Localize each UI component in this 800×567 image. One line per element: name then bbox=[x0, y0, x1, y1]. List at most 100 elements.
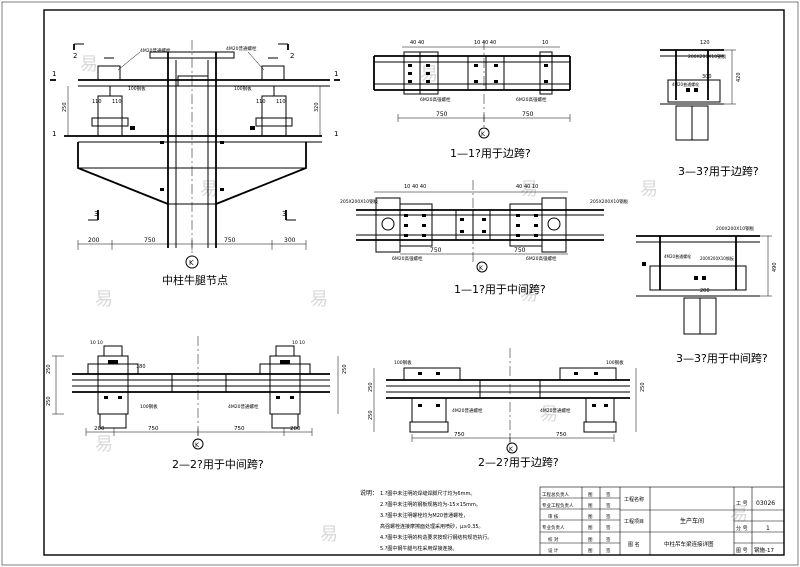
dim-text: 250 bbox=[640, 382, 646, 392]
tb-row-label: 专业工程负责人 bbox=[542, 502, 574, 509]
tb-sign: 图 bbox=[588, 492, 593, 498]
note-line: 5.?图中钢牛腿与柱采用焊接连接。 bbox=[380, 545, 457, 552]
dim-text: 420 bbox=[736, 72, 742, 82]
tb-sign: 图 bbox=[588, 548, 593, 554]
watermark-glyph: 易 bbox=[95, 289, 113, 310]
dim-text: 250 bbox=[368, 410, 374, 420]
watermark-glyph: 易 bbox=[200, 179, 218, 200]
dim-text: 200 bbox=[290, 426, 301, 432]
callout-text: 4M20普通螺栓 bbox=[452, 407, 483, 414]
dim-text: 750 bbox=[454, 432, 465, 438]
callout-text: 100钢板 bbox=[606, 359, 624, 366]
drawing-title: 2—2?用于中间跨? bbox=[172, 458, 264, 471]
tb-num-label: 工 号 bbox=[736, 501, 748, 507]
tb-item-value: 生产车间 bbox=[680, 517, 704, 525]
axis-label: K bbox=[481, 131, 486, 138]
watermark-glyph: 易 bbox=[520, 179, 538, 200]
dim-text: 10 40 40 bbox=[474, 40, 496, 46]
watermark-glyph: 易 bbox=[310, 289, 328, 310]
title-block: 工程总负责人 专业工程负责人 审 核 专业负责人 校 对 设 计 图 签 图 签… bbox=[539, 486, 785, 556]
dim-text: 250 bbox=[46, 364, 52, 374]
callout-text: 205X200X10钢板 bbox=[340, 198, 379, 205]
section-3-3-mid: 490 200X200X10钢板 4M20普通螺栓 200X200X10钢板 2… bbox=[636, 225, 778, 365]
callout-text: 100钢板 bbox=[128, 85, 146, 92]
section-mark: 3 bbox=[282, 210, 286, 218]
dim-text: 200 bbox=[88, 237, 100, 244]
section-mark: 1 bbox=[52, 130, 56, 138]
dim-text: 110 bbox=[92, 99, 102, 105]
callout-text: 6M20高强螺栓 bbox=[516, 96, 547, 103]
section-1-1-mid: K 10 40 40 40 40 10 205X200X10钢板 205X200… bbox=[340, 180, 629, 296]
dim-text: 10 10 bbox=[90, 340, 103, 346]
tb-sign: 签 bbox=[606, 491, 611, 498]
callout-text: 200X200X10钢板 bbox=[716, 225, 755, 232]
dim-text: 10 10 bbox=[292, 340, 305, 346]
dim-text: 750 bbox=[436, 111, 448, 118]
drawing-title: 2—2?用于边跨? bbox=[478, 456, 559, 469]
dim-text: 120 bbox=[700, 40, 710, 46]
section-mark: 2 bbox=[73, 52, 77, 60]
dim-text: 110 bbox=[112, 99, 122, 105]
drawing-title: 中柱牛腿节点 bbox=[162, 273, 228, 287]
section-mark: 1 bbox=[334, 70, 338, 78]
tb-sign: 签 bbox=[606, 513, 611, 520]
watermark-glyph: 易 bbox=[730, 504, 748, 525]
axis-label: K bbox=[189, 259, 194, 267]
tb-sign: 签 bbox=[606, 536, 611, 543]
tb-sign: 签 bbox=[606, 547, 611, 554]
tb-item-label: 工程项目 bbox=[624, 518, 644, 525]
callout-text: 100钢板 bbox=[140, 403, 158, 410]
drawing-title: 1—1?用于中间跨? bbox=[454, 283, 546, 296]
section-2-2-edge: K 250 250 250 100钢板 100钢板 4M20普通螺栓 4M20普… bbox=[368, 348, 646, 469]
tb-sign: 图 bbox=[588, 525, 593, 531]
watermark-glyph: 易 bbox=[540, 404, 558, 425]
watermark-glyph: 易 bbox=[320, 524, 338, 545]
callout-text: 6M20高强螺栓 bbox=[526, 255, 557, 262]
tb-row-label: 设 计 bbox=[548, 547, 559, 554]
watermark-glyph: 易 bbox=[640, 179, 658, 200]
dim-text: 300 bbox=[284, 237, 296, 244]
dim-text: 750 bbox=[430, 247, 442, 254]
notes-heading: 说明： bbox=[360, 489, 378, 497]
section-2-2-mid: K 250 250 250 180 10 10 10 10 100钢板 4M20… bbox=[46, 336, 348, 471]
dim-text: 110 bbox=[256, 99, 266, 105]
inner-border bbox=[43, 9, 785, 556]
callout-text: 4M20普通螺栓 bbox=[226, 45, 257, 52]
dim-text: 750 bbox=[234, 426, 245, 432]
callout-text: 4M20普通螺栓 bbox=[664, 253, 691, 259]
tb-sign: 图 bbox=[588, 503, 593, 509]
tb-sign: 图 bbox=[588, 514, 593, 520]
note-line: 3.?图中未注明螺栓均为M20普通螺栓， bbox=[380, 512, 468, 519]
axis-label: K bbox=[509, 446, 514, 453]
dim-text: 300 bbox=[702, 74, 712, 80]
notes-block: 说明： 1.?图中未注明的焊缝焊脚尺寸均为6mm。 2.?图中未注明的钢板规格均… bbox=[360, 489, 492, 552]
callout-text: 4M20普通螺栓 bbox=[140, 47, 171, 54]
callout-text: 100钢板 bbox=[394, 359, 412, 366]
dim-text: 490 bbox=[772, 262, 778, 272]
dim-text: 250 bbox=[46, 396, 52, 406]
section-1-1-edge: K 40 40 10 40 40 10 6M20高强螺栓 6M20高强螺栓 75… bbox=[373, 40, 571, 160]
tb-sign: 图 bbox=[588, 537, 593, 543]
watermark-layer: 易 易 易 易 易 易 易 易 易 易 易 易 bbox=[80, 54, 748, 545]
dim-text: 200 bbox=[700, 288, 710, 294]
tb-project-label: 工程名称 bbox=[624, 496, 644, 503]
note-line: 2.?图中未注明的钢板规格均为-15×15mm。 bbox=[380, 501, 481, 508]
section-3-3-edge: 420 120 300 200X200X10钢板 4M20普通螺栓 3—3?用于… bbox=[660, 40, 759, 178]
tb-sub-label: 分 号 bbox=[736, 525, 748, 532]
callout-text: 4M20普通螺栓 bbox=[540, 407, 571, 414]
section-mark: 3 bbox=[94, 210, 98, 218]
note-line: 高强螺栓连接摩擦面处理采用喷砂，μ≥0.35。 bbox=[380, 523, 484, 530]
callout-text: 6M20高强螺栓 bbox=[420, 96, 451, 103]
tb-row-label: 工程总负责人 bbox=[542, 491, 569, 498]
tb-sub-value: 1 bbox=[766, 525, 770, 532]
drawing-title: 3—3?用于边跨? bbox=[678, 165, 759, 178]
callout-text: 100钢板 bbox=[234, 85, 252, 92]
dim-text: 180 bbox=[136, 364, 146, 370]
dim-text: 10 40 40 bbox=[404, 184, 426, 190]
tb-num-value: 03026 bbox=[756, 500, 775, 507]
tb-row-label: 校 对 bbox=[548, 536, 559, 543]
column-bracket-node: K 2 2 1 1 1 1 3 3 250 320 110 110 110 11… bbox=[50, 40, 340, 287]
section-mark: 1 bbox=[52, 70, 56, 78]
